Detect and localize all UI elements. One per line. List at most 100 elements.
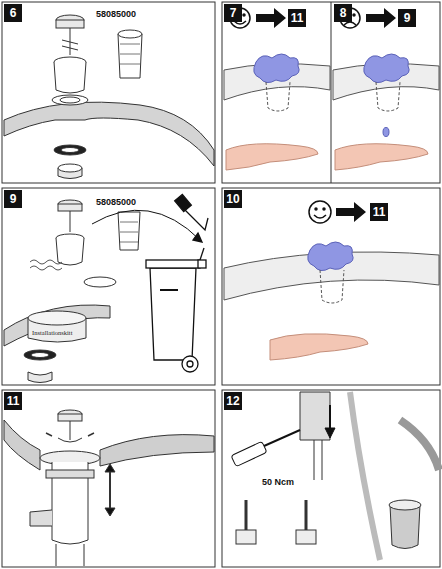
wall-and-pipes	[296, 530, 316, 544]
drain-parts	[56, 20, 84, 28]
waste-bin	[150, 268, 196, 360]
drain-parts	[120, 44, 140, 64]
drain-body	[58, 414, 82, 421]
step-number: 7	[224, 4, 242, 22]
waste-bin	[187, 361, 193, 367]
drain-body	[58, 438, 82, 442]
direction-arrows	[366, 8, 396, 28]
waste-bin	[182, 356, 198, 372]
smiley-faces	[323, 208, 325, 210]
step-number: 11	[370, 203, 388, 221]
drain-body	[46, 433, 94, 436]
water-flower	[254, 54, 299, 83]
step-number: 12	[224, 392, 242, 410]
step-number: 11	[4, 392, 22, 410]
waste-bin	[146, 260, 200, 268]
drain-parts-old	[28, 372, 52, 383]
smiley-faces	[309, 201, 331, 223]
waste-bin	[175, 194, 192, 211]
panel-frames	[2, 390, 215, 567]
basin	[4, 305, 110, 346]
drain-parts-old	[24, 350, 56, 360]
step-number: 8	[334, 4, 352, 22]
screwdriver	[231, 441, 267, 466]
step-number: 6	[4, 4, 22, 22]
drain-parts-old	[31, 353, 49, 358]
panel-frames	[222, 390, 440, 567]
wall-and-pipes	[314, 440, 322, 480]
drain-dashed	[266, 82, 290, 111]
wall-and-pipes	[300, 392, 330, 440]
drain-parts	[58, 164, 82, 172]
part-label: 58085000	[96, 198, 136, 207]
panel-frames	[2, 2, 215, 183]
panel-frames	[222, 2, 440, 183]
screwdriver	[325, 428, 335, 438]
drain-body	[56, 544, 84, 566]
water-flower	[364, 54, 409, 83]
screwdriver	[231, 405, 335, 467]
wall-and-pipes	[350, 392, 380, 560]
drain-parts	[61, 148, 79, 153]
product-label: Installationskitt	[32, 330, 72, 337]
screwdriver	[329, 405, 331, 428]
waste-bin	[160, 289, 178, 291]
waste-bin	[92, 210, 200, 240]
waste-bin	[193, 233, 202, 242]
direction-arrows	[256, 8, 396, 222]
smiley-faces	[243, 14, 245, 16]
panel-frames	[222, 188, 440, 385]
drain-body	[70, 421, 71, 440]
water-flower	[254, 54, 409, 271]
basin-section	[100, 435, 214, 466]
direction-arrows	[336, 202, 366, 222]
basin	[4, 102, 214, 166]
drain-body	[30, 510, 52, 526]
wall-and-pipes	[390, 505, 420, 549]
basin-underside	[224, 64, 439, 300]
waste-bin	[198, 260, 206, 268]
step-number: 11	[288, 9, 306, 27]
step-number: 10	[224, 190, 242, 208]
part-label: 50 Ncm	[262, 478, 294, 487]
drain-dashed	[376, 82, 400, 111]
drain-body	[30, 410, 115, 566]
basin-section	[4, 420, 214, 470]
hands	[226, 144, 318, 170]
smiley-faces	[344, 22, 356, 25]
basin	[4, 102, 214, 166]
drain-parts-old	[56, 238, 84, 265]
drain-parts-old	[120, 222, 138, 242]
wall-and-pipes	[389, 500, 421, 510]
drain-parts	[60, 97, 80, 103]
smiley-faces	[314, 215, 326, 218]
hands	[226, 144, 428, 360]
water-flower	[308, 242, 353, 271]
wall-and-pipes	[236, 530, 256, 544]
waste-bin	[92, 194, 208, 372]
hands	[335, 144, 428, 170]
smiley-faces	[353, 14, 355, 16]
drain-parts-old	[70, 211, 71, 232]
direction-arrows	[256, 8, 286, 28]
drain-parts-old	[30, 260, 62, 264]
part-label: 58085000	[96, 10, 136, 19]
drain-parts	[54, 145, 86, 155]
wall-and-pipes	[236, 392, 439, 560]
basin	[4, 305, 110, 346]
drain-parts	[118, 30, 142, 38]
panel-frames	[2, 188, 215, 385]
water-flower	[383, 128, 389, 137]
step-number: 9	[398, 9, 416, 27]
drain-parts	[54, 62, 86, 93]
smiley-faces	[315, 208, 317, 210]
drain-parts	[62, 40, 78, 50]
screwdriver	[264, 430, 300, 446]
drain-parts-old	[30, 266, 62, 270]
drain-body	[46, 470, 94, 478]
panel-frames	[331, 2, 332, 183]
drain-parts-old	[28, 311, 86, 325]
drain-parts	[52, 15, 142, 179]
step-number: 9	[4, 190, 22, 208]
